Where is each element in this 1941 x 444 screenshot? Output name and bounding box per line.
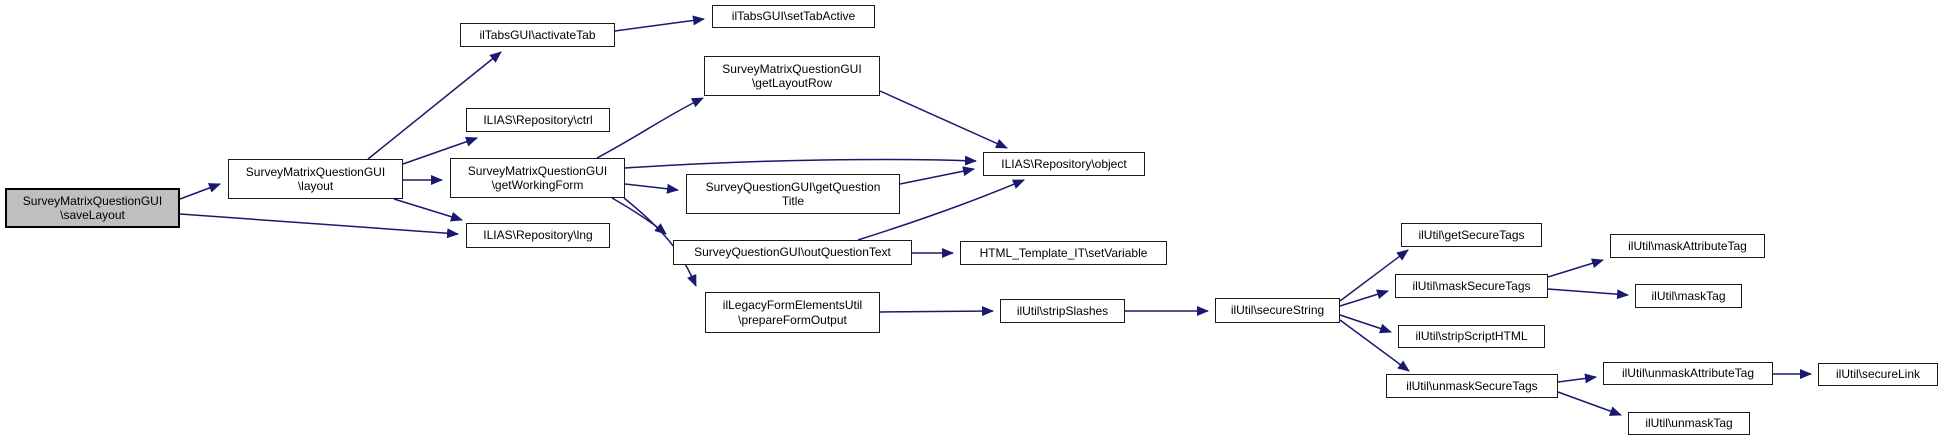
node-strip-script-html[interactable]: ilUtil\stripScriptHTML [1398, 325, 1545, 348]
edge-activateTab-setTabActive [614, 15, 705, 32]
node-layout[interactable]: SurveyMatrixQuestionGUI \layout [228, 159, 403, 199]
edge-prepareFormOutput-stripSlashes [879, 306, 994, 317]
edge-layout-lng [393, 198, 463, 222]
edge-getWorkingForm-object [624, 155, 977, 169]
node-secure-link[interactable]: ilUtil\secureLink [1818, 363, 1938, 386]
edge-getWorkingForm-getQuestionTitle [624, 183, 679, 194]
node-mask-tag[interactable]: ilUtil\maskTag [1635, 284, 1742, 308]
edge-getWorkingForm-prepareFormOutput [623, 197, 697, 287]
node-set-variable[interactable]: HTML_Template_IT\setVariable [960, 241, 1167, 265]
edge-layout-ctrl [402, 136, 478, 165]
node-get-question-title[interactable]: SurveyQuestionGUI\getQuestion Title [686, 174, 900, 214]
edge-unmaskSecureTags-unmaskTag [1557, 391, 1622, 416]
edge-getWorkingForm-getLayoutRow [596, 97, 704, 159]
node-set-tab-active[interactable]: ilTabsGUI\setTabActive [712, 5, 875, 28]
edge-layout-activateTab [367, 51, 502, 160]
edge-outQuestionText-object [857, 179, 1025, 241]
edge-getQuestionTitle-object [899, 166, 975, 185]
node-unmask-tag[interactable]: ilUtil\unmaskTag [1628, 412, 1750, 435]
node-out-question-text[interactable]: SurveyQuestionGUI\outQuestionText [673, 240, 912, 265]
node-mask-attribute-tag[interactable]: ilUtil\maskAttributeTag [1610, 234, 1765, 258]
edge-secureString-maskSecureTags [1339, 289, 1389, 307]
node-get-layout-row[interactable]: SurveyMatrixQuestionGUI \getLayoutRow [704, 56, 880, 96]
node-save-layout: SurveyMatrixQuestionGUI \saveLayout [5, 188, 180, 228]
node-unmask-attribute-tag[interactable]: ilUtil\unmaskAttributeTag [1603, 362, 1773, 385]
node-activate-tab[interactable]: ilTabsGUI\activateTab [460, 23, 615, 47]
edge-unmaskSecureTags-unmaskAttributeTag [1557, 373, 1597, 384]
node-prepare-form-output[interactable]: ilLegacyFormElementsUtil \prepareFormOut… [705, 292, 880, 333]
node-mask-secure-tags[interactable]: ilUtil\maskSecureTags [1395, 274, 1548, 298]
edge-getWorkingForm-outQuestionText [611, 197, 667, 235]
edge-maskSecureTags-maskAttributeTag [1547, 258, 1604, 278]
edge-secureString-unmaskSecureTags [1339, 319, 1410, 372]
node-object[interactable]: ILIAS\Repository\object [983, 152, 1145, 176]
node-get-secure-tags[interactable]: ilUtil\getSecureTags [1401, 223, 1542, 247]
edge-secureString-getSecureTags [1339, 249, 1409, 302]
node-get-working-form[interactable]: SurveyMatrixQuestionGUI \getWorkingForm [450, 158, 625, 198]
node-unmask-secure-tags[interactable]: ilUtil\unmaskSecureTags [1386, 374, 1558, 398]
node-ctrl[interactable]: ILIAS\Repository\ctrl [466, 108, 610, 132]
node-secure-string[interactable]: ilUtil\secureString [1215, 298, 1340, 323]
edge-secureString-stripScriptHTML [1339, 314, 1392, 334]
node-strip-slashes[interactable]: ilUtil\stripSlashes [1000, 299, 1125, 323]
edge-saveLayout-layout [179, 183, 221, 200]
node-lng[interactable]: ILIAS\Repository\lng [466, 223, 610, 248]
edge-maskSecureTags-maskTag [1547, 288, 1629, 300]
edge-getLayoutRow-object [879, 90, 1008, 149]
edge-saveLayout-lng [179, 213, 459, 239]
